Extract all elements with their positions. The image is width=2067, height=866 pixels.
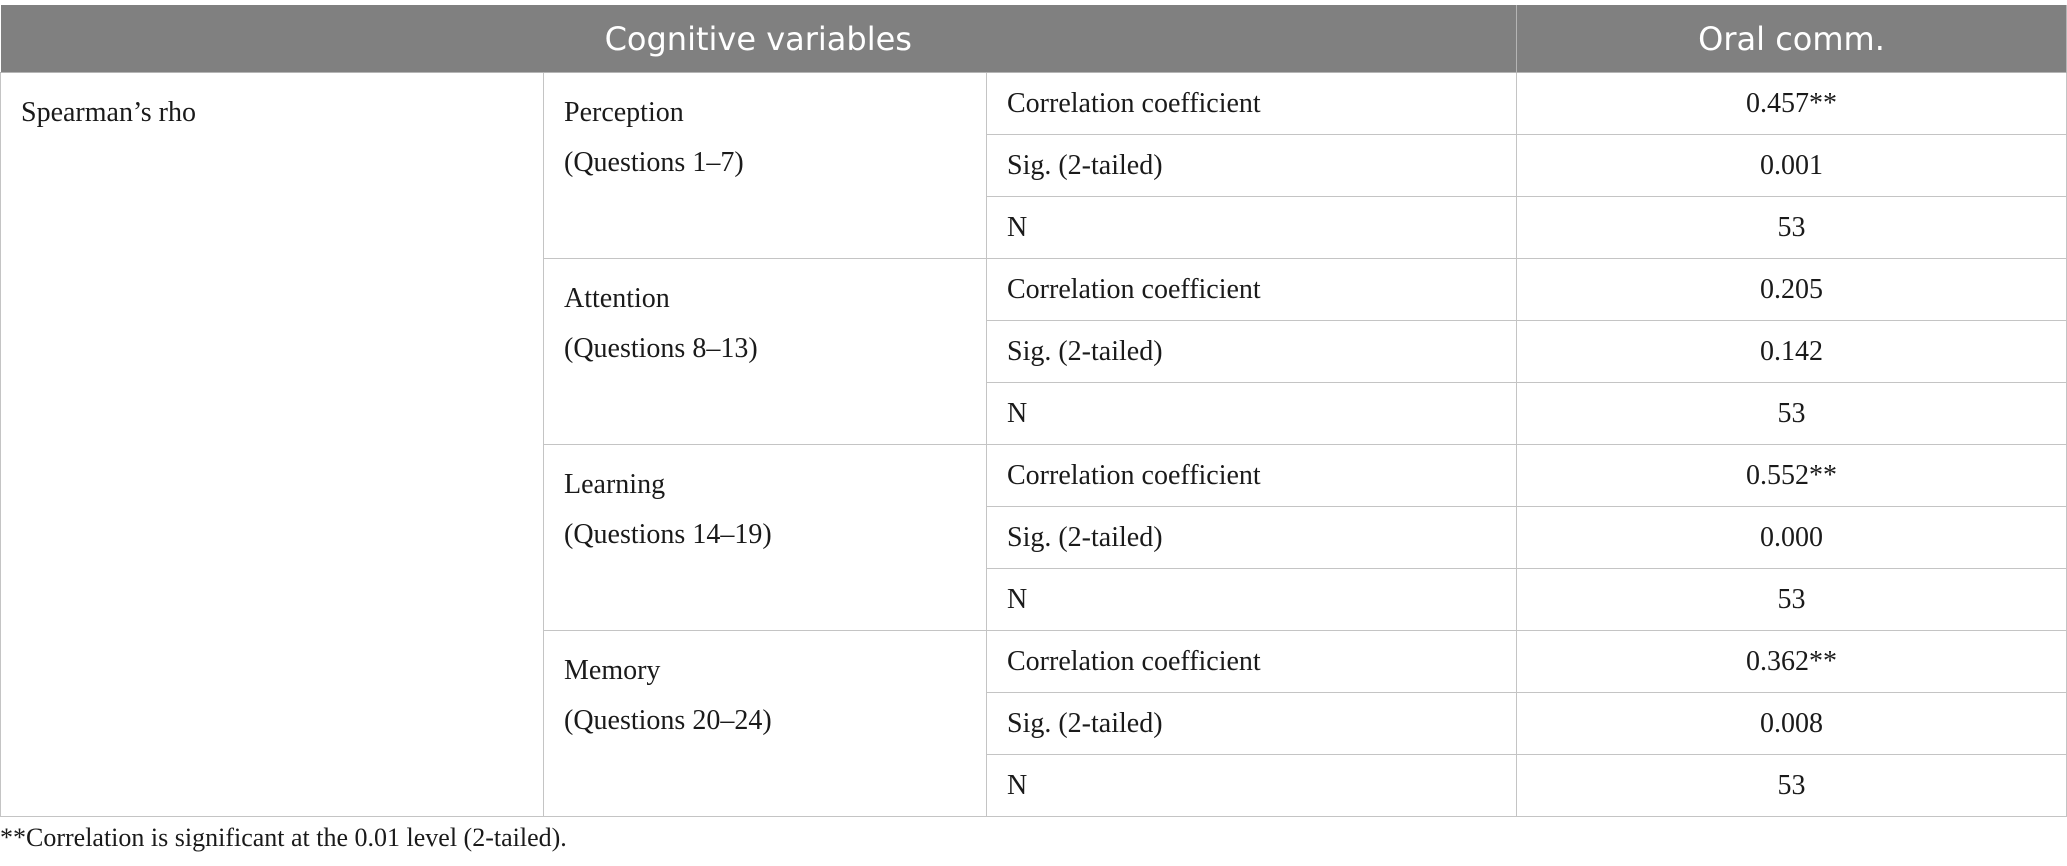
stat-value: 0.457**	[1516, 72, 2067, 135]
stat-label: Correlation coefficient	[985, 630, 1518, 693]
stat-value: 0.362**	[1516, 630, 2067, 693]
variable-questions: (Questions 8–13)	[564, 333, 758, 364]
stat-label: Sig. (2-tailed)	[985, 506, 1518, 569]
stat-label: Correlation coefficient	[985, 72, 1518, 135]
stat-label: N	[985, 196, 1518, 259]
stat-value: 0.008	[1516, 692, 2067, 755]
table-row: N 53	[1, 568, 2067, 631]
stat-label: N	[985, 382, 1518, 445]
stat-value: 0.552**	[1516, 444, 2067, 507]
variable-name: Learning	[564, 469, 666, 500]
table-row: N 53	[1, 754, 2067, 817]
stat-value: 53	[1516, 568, 2067, 631]
stat-label: N	[985, 568, 1518, 631]
stat-label: Sig. (2-tailed)	[985, 692, 1518, 755]
header-row: Cognitive variables Oral comm.	[0, 5, 2067, 73]
stat-value: 53	[1516, 382, 2067, 445]
stat-label: N	[985, 754, 1518, 817]
stat-value: 0.205	[1516, 258, 2067, 321]
variable-questions: (Questions 20–24)	[564, 705, 772, 736]
table-footnote: **Correlation is significant at the 0.01…	[0, 823, 567, 852]
stat-value: 53	[1516, 754, 2067, 817]
correlation-table: Cognitive variables Oral comm. Spearman’…	[0, 5, 2067, 817]
header-oral-comm: Oral comm.	[1516, 5, 2067, 73]
stat-label: Correlation coefficient	[985, 444, 1518, 507]
variable-questions: (Questions 14–19)	[564, 519, 772, 550]
table-row: Sig. (2-tailed) 0.000	[1, 506, 2067, 569]
variable-questions: (Questions 1–7)	[564, 147, 744, 178]
variable-name: Attention	[564, 283, 670, 314]
stat-value: 0.000	[1516, 506, 2067, 569]
variable-cell-attention: Attention (Questions 8–13)	[543, 258, 987, 445]
stat-label: Sig. (2-tailed)	[985, 320, 1518, 383]
table-row: Spearman’s rho Perception (Questions 1–7…	[0, 72, 2067, 817]
variable-cell-perception: Perception (Questions 1–7)	[543, 72, 987, 259]
stat-label: Correlation coefficient	[985, 258, 1518, 321]
table-row: Sig. (2-tailed) 0.142	[1, 320, 2067, 383]
table-row: Sig. (2-tailed) 0.001	[1, 134, 2067, 197]
header-cognitive-variables: Cognitive variables	[0, 5, 1518, 73]
stat-label: Sig. (2-tailed)	[985, 134, 1518, 197]
stat-value: 0.142	[1516, 320, 2067, 383]
stat-value: 0.001	[1516, 134, 2067, 197]
variable-cell-memory: Memory (Questions 20–24)	[543, 630, 987, 817]
table-row: Attention (Questions 8–13) Correlation c…	[1, 258, 2067, 445]
variable-cell-learning: Learning (Questions 14–19)	[543, 444, 987, 631]
table-row: N 53	[1, 196, 2067, 259]
stat-value: 53	[1516, 196, 2067, 259]
table-row: Memory (Questions 20–24) Correlation coe…	[1, 630, 2067, 817]
variable-name: Memory	[564, 655, 661, 686]
variable-name: Perception	[564, 97, 684, 128]
table-row: Sig. (2-tailed) 0.008	[1, 692, 2067, 755]
table-row: Learning (Questions 14–19) Correlation c…	[1, 444, 2067, 631]
test-label-cell: Spearman’s rho	[0, 72, 544, 817]
